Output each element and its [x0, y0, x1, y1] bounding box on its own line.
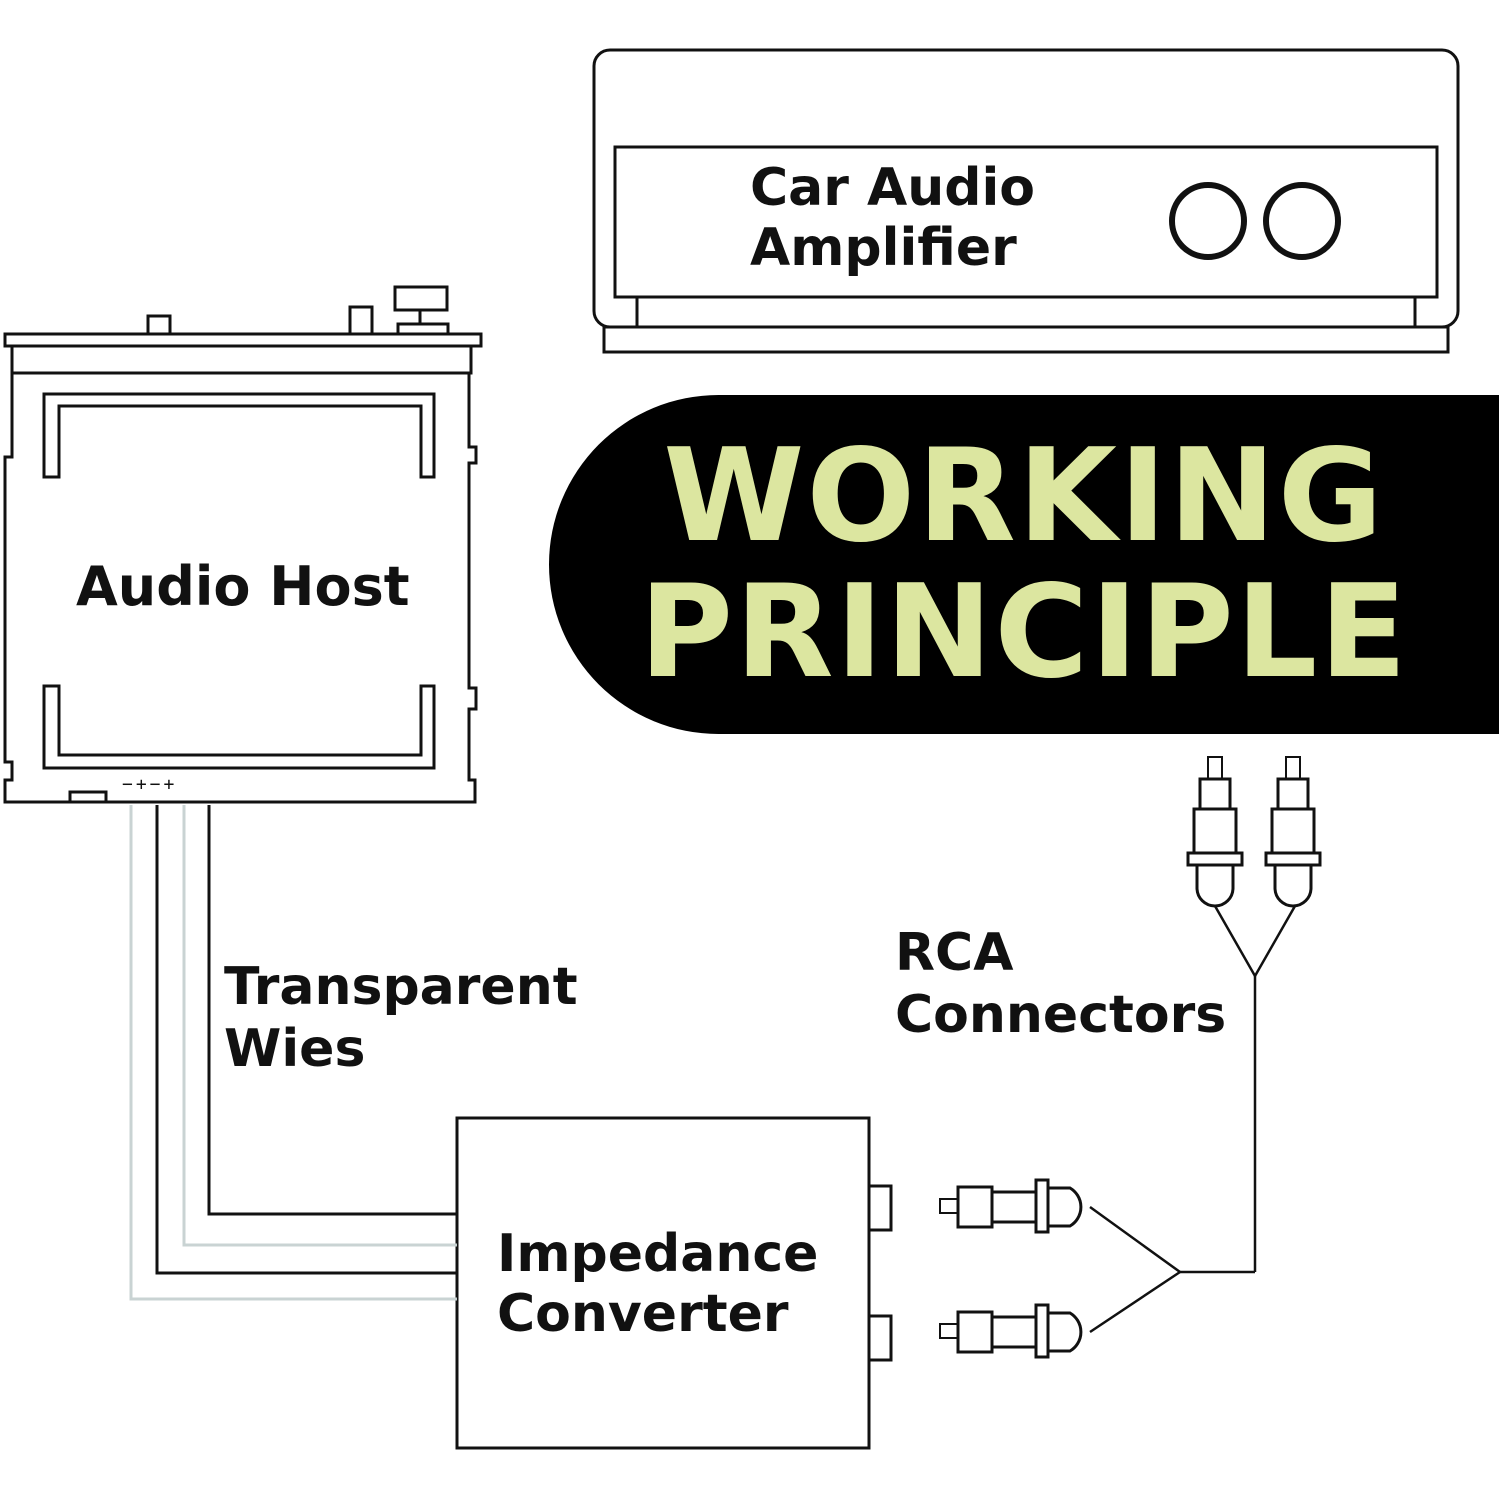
- banner-line-2: PRINCIPLE: [639, 557, 1409, 707]
- terminal-polarity-label: −+−+: [122, 774, 178, 795]
- audio-host-label: Audio Host: [76, 555, 410, 618]
- rca-plug-vertical-left: [1186, 756, 1244, 908]
- working-principle-banner: [549, 395, 1499, 734]
- amplifier-label: Car Audio Amplifier: [750, 158, 1036, 278]
- amplifier-device: [592, 48, 1460, 354]
- impedance-converter-device: [455, 1116, 893, 1450]
- audio-host-device: [3, 285, 483, 804]
- rca-cable: [1089, 905, 1297, 1334]
- wires-label: Transparent Wies: [224, 957, 578, 1079]
- amplifier-knob-left-icon: [1169, 182, 1247, 260]
- impedance-converter-label: Impedance Converter: [497, 1224, 819, 1344]
- banner-line-1: WORKING: [663, 421, 1385, 571]
- transparent-wires: [129, 805, 457, 1301]
- rca-plug-horizontal-top: [939, 1178, 1083, 1234]
- amplifier-knob-right-icon: [1263, 182, 1341, 260]
- rca-plug-vertical-right: [1264, 756, 1322, 908]
- banner-title: WORKING PRINCIPLE: [549, 395, 1499, 734]
- rca-connectors-label: RCA Connectors: [895, 923, 1227, 1045]
- rca-plug-horizontal-bottom: [939, 1303, 1083, 1359]
